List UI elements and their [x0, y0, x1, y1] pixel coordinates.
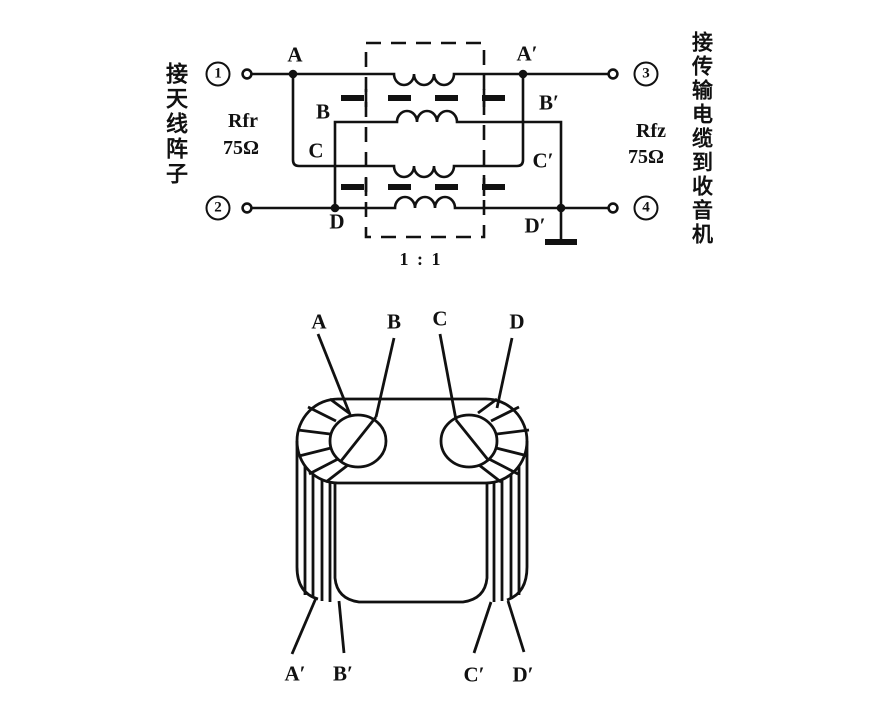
- impedance-left-name: Rfr: [228, 110, 258, 132]
- terminal-4-circle: [607, 202, 619, 214]
- impedance-right-value: 75Ω: [627, 146, 665, 168]
- lead-a: [316, 333, 353, 418]
- winding-turns-left: [297, 397, 350, 602]
- core-leads-bottom: [290, 597, 526, 655]
- winding-c-wire: [291, 74, 525, 179]
- core-lead-label-b-prime: B′: [333, 661, 353, 686]
- lead-d: [495, 337, 514, 409]
- node-label-a: A: [287, 42, 303, 67]
- junction-a: [288, 69, 298, 79]
- lead-b-prime: [337, 600, 346, 654]
- core-lead-label-d: D: [509, 309, 525, 334]
- lead-c-prime: [472, 601, 493, 654]
- terminal-circles: [241, 68, 619, 214]
- core-lead-label-a-prime: A′: [284, 661, 306, 686]
- terminal-3-circle: [607, 68, 619, 80]
- caption-receiver-side: 接传输电缆到收音机: [689, 31, 714, 247]
- lead-a-prime: [290, 597, 318, 655]
- terminal-3-number: 3: [633, 61, 659, 87]
- junction-a-prime: [518, 69, 528, 79]
- transformer-dashed-box: [364, 41, 486, 239]
- core-pictorial-drawing: [290, 333, 530, 655]
- terminal-2-circle: [241, 202, 253, 214]
- core-bar-ticks: [364, 89, 486, 196]
- node-label-d-prime: D′: [524, 213, 546, 238]
- terminal-2-number: 2: [205, 195, 231, 221]
- junction-d-prime: [556, 203, 566, 213]
- node-label-b: B: [315, 99, 331, 124]
- lead-d-prime: [506, 600, 526, 653]
- core-outer-left: [295, 441, 319, 601]
- node-label-a-prime: A′: [516, 41, 538, 66]
- node-label-c: C: [308, 138, 324, 163]
- winding-a-wire: [252, 72, 608, 87]
- schematic-drawing: [241, 41, 619, 245]
- core-lead-label-d-prime: D′: [512, 662, 534, 687]
- terminal-4-number: 4: [633, 195, 659, 221]
- core-hole-left: [328, 413, 388, 469]
- winding-d-wire: [252, 195, 608, 210]
- terminal-1-circle: [241, 68, 253, 80]
- node-label-c-prime: C′: [532, 148, 554, 173]
- node-label-d: D: [329, 209, 345, 234]
- core-hole-right: [439, 413, 499, 469]
- turns-ratio-label: 1 : 1: [399, 249, 443, 269]
- junction-dots: [288, 69, 566, 213]
- core-outer-right: [506, 441, 529, 602]
- lead-c: [438, 333, 458, 421]
- hole-wire-left: [339, 416, 378, 462]
- core-lead-label-c-prime: C′: [463, 662, 485, 687]
- core-lead-label-b: B: [386, 309, 402, 334]
- caption-antenna-side: 接天线阵子: [163, 62, 188, 187]
- impedance-right-name: Rfz: [636, 120, 666, 142]
- lead-b: [374, 337, 396, 418]
- impedance-left-value: 75Ω: [222, 137, 260, 159]
- node-label-b-prime: B′: [539, 90, 559, 115]
- winding-turns-right: [477, 397, 530, 602]
- core-lead-label-c: C: [432, 306, 448, 331]
- terminal-1-number: 1: [205, 61, 231, 87]
- hole-wire-right: [454, 419, 491, 462]
- junction-d: [330, 203, 340, 213]
- core-top-face: [295, 397, 529, 485]
- core-leads-top: [316, 333, 514, 421]
- winding-b-wire: [333, 109, 563, 208]
- core-lead-label-a: A: [311, 309, 327, 334]
- core-front-face: [333, 483, 489, 604]
